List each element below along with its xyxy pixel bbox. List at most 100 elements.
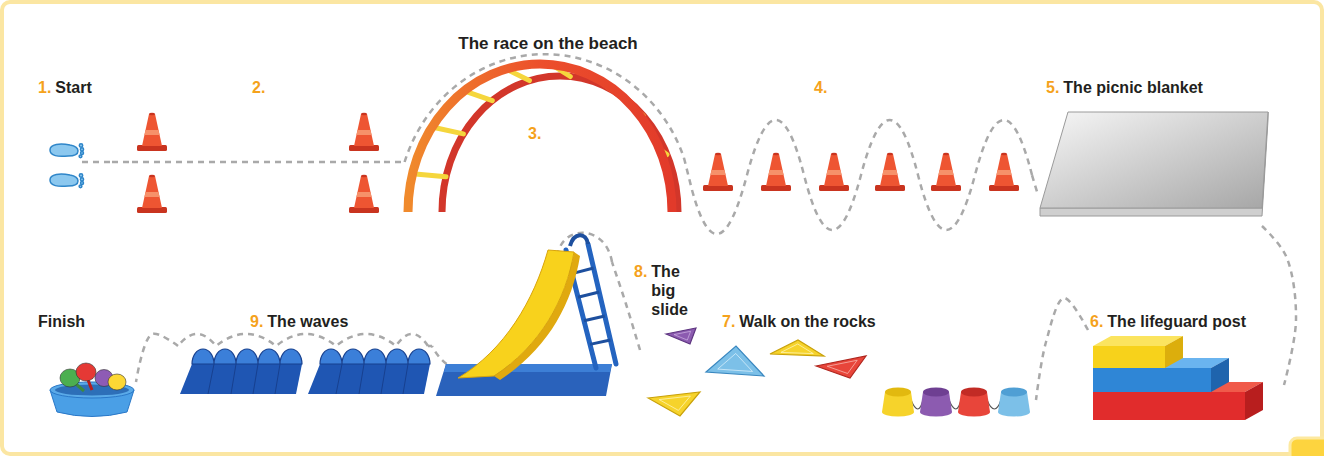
stepping-stones (816, 356, 866, 378)
station-label: The waves (267, 312, 348, 331)
maraca-ball (108, 374, 126, 390)
label-row: 7.Walk on the rocks (722, 312, 876, 331)
picnic-blanket (1040, 112, 1268, 208)
route-dashes (178, 334, 428, 346)
label-row: 5.The picnic blanket (1046, 78, 1203, 97)
maraca-ball (88, 380, 92, 390)
stepping-stones (648, 328, 866, 416)
climbing-arch (442, 76, 678, 212)
course-station: 5.The picnic blanket (1038, 76, 1274, 226)
climbing-arch (408, 64, 672, 212)
picnic-blanket (1040, 112, 1268, 216)
label-row: 2. (252, 78, 265, 97)
callout-number: 8. (634, 262, 647, 281)
footprints (79, 144, 82, 147)
course-station: Finish (36, 312, 136, 420)
stilt-cups (1001, 388, 1027, 397)
stepping-stones (770, 340, 824, 356)
stilt-cups (961, 388, 987, 397)
course-station: 1.Start (36, 76, 112, 198)
footprints (79, 185, 82, 188)
footprints (50, 144, 84, 188)
station-label: The lifeguard post (1107, 312, 1246, 331)
course-station: 7.Walk on the rocks (640, 312, 1036, 420)
ladder-rung (590, 340, 610, 344)
station-label: Start (55, 78, 91, 97)
cones (137, 113, 167, 151)
footprints (80, 148, 83, 151)
slide-ladder (588, 244, 616, 364)
cones (761, 153, 791, 191)
maraca-ball (60, 363, 126, 391)
course-station: 2. (132, 76, 384, 216)
cones (137, 113, 1019, 213)
callout-number: 4. (814, 78, 827, 97)
stepping-stones (827, 360, 857, 373)
callout-number: 6. (1090, 312, 1103, 331)
callout-number: 3. (528, 124, 541, 143)
footprints (80, 178, 83, 181)
slide (458, 250, 574, 378)
footprints (50, 174, 78, 186)
footprints (81, 152, 84, 155)
mat-crease (336, 364, 408, 394)
maraca-ball (76, 363, 96, 381)
mat-crease (403, 364, 408, 394)
stepping-stones (659, 396, 690, 410)
arch-rung (413, 65, 667, 177)
station-label: The big slide (651, 262, 687, 320)
course-station: 4. (692, 76, 1032, 236)
footprints (50, 144, 78, 156)
stepping-stones (648, 392, 700, 416)
label-row: 3. (528, 124, 541, 143)
mat-crease (275, 364, 280, 394)
mat-crease (336, 364, 342, 394)
stilt-cups (882, 388, 1030, 417)
course-station: 6.The lifeguard post (1088, 312, 1284, 424)
route-connectors (112, 158, 1296, 400)
wave-mats (308, 364, 430, 394)
route-dashes (692, 120, 1032, 234)
picnic-blanket (1040, 112, 1268, 216)
lifeguard-post (1093, 336, 1263, 420)
callout-number: 9. (250, 312, 263, 331)
cones (349, 175, 379, 213)
stilt-cups (923, 388, 949, 397)
stilt-cups (885, 388, 911, 397)
mat-crease (208, 364, 214, 394)
station-label: Walk on the rocks (739, 312, 875, 331)
label-row: 1.Start (38, 78, 92, 97)
slide (436, 235, 616, 396)
diagram-title: The race on the beach (348, 34, 748, 54)
route-connector (1032, 175, 1038, 195)
route-connector (1036, 298, 1088, 400)
ladder-rung (584, 316, 605, 321)
climbing-arch (408, 64, 678, 212)
lifeguard-post (1093, 392, 1245, 420)
lifeguard-post (1211, 358, 1229, 392)
station-label: Finish (38, 312, 85, 331)
callout-number: 1. (38, 78, 51, 97)
lifeguard-post (1245, 382, 1263, 420)
slide (436, 364, 612, 396)
corner-tab (1290, 438, 1324, 456)
course-station: 3. (404, 60, 684, 214)
route-connector (1262, 226, 1296, 385)
mat-crease (359, 364, 364, 394)
lifeguard-post (1093, 368, 1211, 392)
label-row: 9.The waves (250, 312, 348, 331)
route-dashes (82, 54, 1032, 370)
cones (703, 153, 733, 191)
stepping-stones (718, 353, 753, 371)
label-row: 6.The lifeguard post (1090, 312, 1246, 331)
ladder-rung (572, 268, 610, 344)
route-connector (428, 345, 432, 348)
mat-crease (381, 364, 386, 394)
lifeguard-post (1165, 336, 1183, 368)
ball-tub (50, 363, 134, 417)
mat-crease (231, 364, 236, 394)
